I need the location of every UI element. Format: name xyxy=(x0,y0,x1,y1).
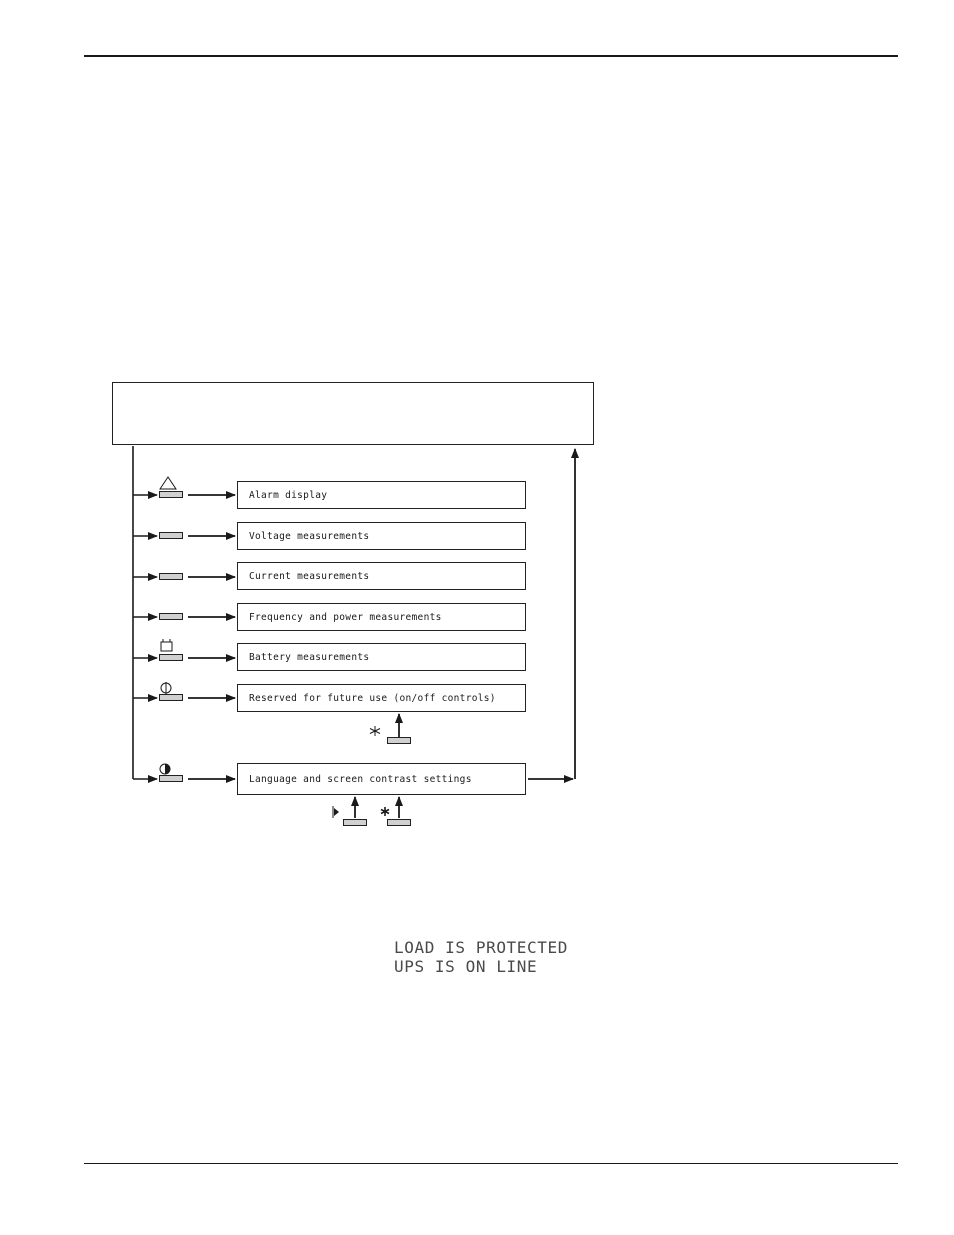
menu-item-label: Battery measurements xyxy=(249,651,370,663)
next-key-button[interactable] xyxy=(343,819,367,826)
menu-item-label: Reserved for future use (on/off controls… xyxy=(249,692,496,704)
menu-item-alarm-display: Alarm display xyxy=(237,481,526,509)
menu-item-label: Language and screen contrast settings xyxy=(249,773,472,785)
select-key-button[interactable] xyxy=(387,819,411,826)
bottom-rule xyxy=(84,1163,898,1164)
power-icon xyxy=(160,682,172,694)
onoff-key-button[interactable] xyxy=(159,694,183,701)
settings-key-button[interactable] xyxy=(159,775,183,782)
lcd-display-box xyxy=(112,382,594,445)
menu-item-label: Current measurements xyxy=(249,570,370,582)
asterisk-outline-icon xyxy=(369,726,381,736)
alarm-key-button[interactable] xyxy=(159,491,183,498)
battery-key-button[interactable] xyxy=(159,654,183,661)
top-rule xyxy=(84,55,898,57)
menu-item-label: Frequency and power measurements xyxy=(249,611,442,623)
contrast-icon xyxy=(159,763,171,775)
battery-icon xyxy=(160,639,173,652)
warning-triangle-icon xyxy=(159,476,177,490)
current-key-button[interactable] xyxy=(159,573,183,580)
menu-item-label: Alarm display xyxy=(249,489,328,501)
cursor-arrow-icon xyxy=(332,806,339,818)
menu-item-voltage: Voltage measurements xyxy=(237,522,526,550)
lcd-line-2: UPS IS ON LINE xyxy=(394,957,538,976)
frequency-key-button[interactable] xyxy=(159,613,183,620)
lcd-line-1: LOAD IS PROTECTED xyxy=(394,938,568,957)
asterisk-icon xyxy=(380,807,390,816)
menu-item-label: Voltage measurements xyxy=(249,530,370,542)
menu-item-current: Current measurements xyxy=(237,562,526,590)
menu-item-language-contrast: Language and screen contrast settings xyxy=(237,763,526,795)
lcd-message: LOAD IS PROTECTED UPS IS ON LINE xyxy=(394,938,568,976)
voltage-key-button[interactable] xyxy=(159,532,183,539)
menu-item-battery: Battery measurements xyxy=(237,643,526,671)
menu-item-reserved: Reserved for future use (on/off controls… xyxy=(237,684,526,712)
menu-item-frequency-power: Frequency and power measurements xyxy=(237,603,526,631)
asterisk-key-button[interactable] xyxy=(387,737,411,744)
